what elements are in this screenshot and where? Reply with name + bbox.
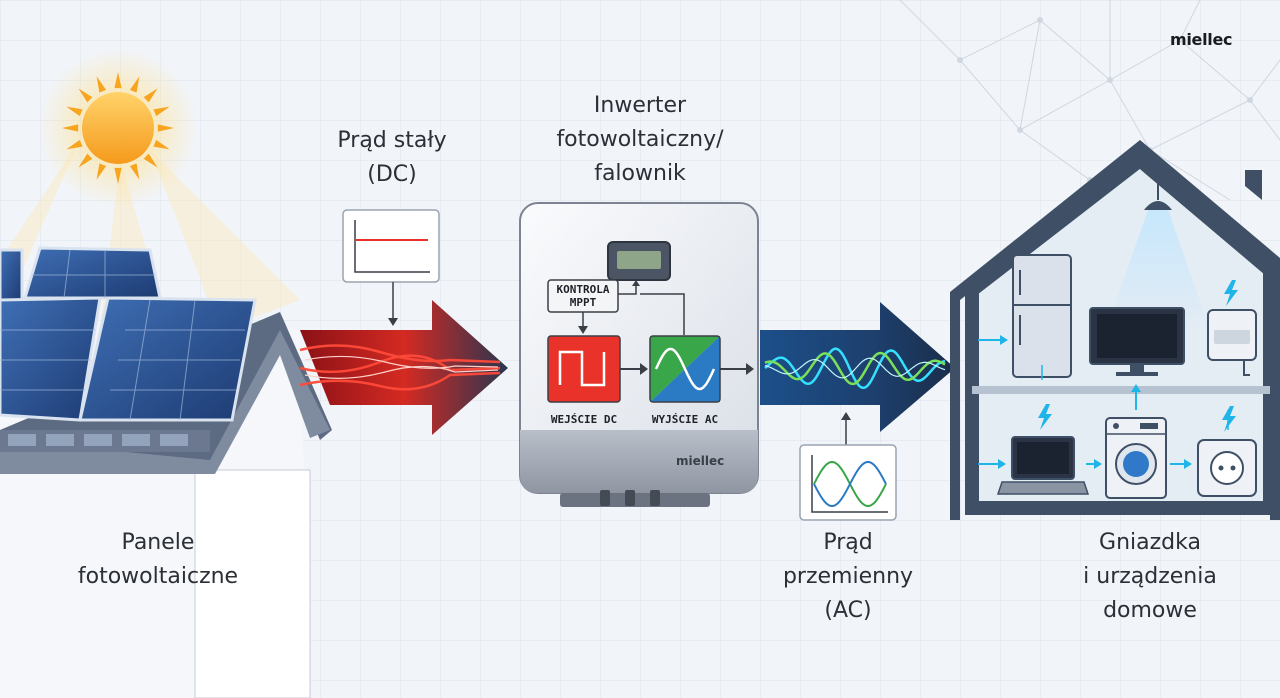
fridge-icon	[1012, 254, 1072, 378]
lightning-icons	[1038, 280, 1238, 432]
ac-arrow	[760, 302, 955, 432]
sun-ray	[129, 163, 140, 180]
ac-output-label: WYJŚCIE AC	[651, 413, 719, 426]
inverter-brand: miellec	[676, 454, 725, 468]
brand-logo: miellec	[1170, 30, 1233, 49]
inverter-label-line-1: Inwerter	[593, 93, 687, 118]
sun-ray	[114, 72, 122, 89]
home-label: Gniazdka i urządzenia domowe	[1050, 526, 1250, 628]
home-label-line-3: domowe	[1103, 598, 1197, 623]
sun-ray	[66, 106, 83, 117]
dc-label: Prąd stały (DC)	[322, 124, 462, 192]
inverter-label: Inwerter fotowoltaiczny/ falownik	[530, 89, 750, 191]
sun-ray	[78, 88, 93, 103]
solar-panels	[0, 246, 257, 452]
sun-ray	[153, 139, 170, 150]
home-label-line-2: i urządzenia	[1083, 564, 1217, 589]
dc-label-line-1: Prąd stały	[337, 128, 447, 153]
sun-ray	[96, 163, 107, 180]
sun-ray	[114, 167, 122, 184]
sun-icon	[0, 48, 300, 330]
washing-machine-icon	[1105, 417, 1167, 499]
dc-graph-card	[342, 209, 440, 326]
sun-ray	[129, 76, 140, 93]
tv-icon	[1089, 307, 1185, 376]
ac-label-line-2: przemienny	[782, 564, 914, 589]
dc-label-line-2: (DC)	[367, 162, 417, 187]
sun-ray	[143, 153, 158, 168]
panels-label-line-1: Panele	[121, 530, 195, 555]
sun-ray	[157, 124, 174, 132]
sun-ray	[62, 124, 79, 132]
sun-ray	[153, 106, 170, 117]
sun-ray	[78, 153, 93, 168]
ac-label: Prąd przemienny (AC)	[768, 526, 928, 628]
socket-icon	[1197, 439, 1257, 497]
ac-graph-card	[799, 412, 897, 521]
sun-ray	[96, 76, 107, 93]
mppt-label-line-1: KONTROLA	[556, 283, 610, 296]
mppt-label: KONTROLA MPPT	[548, 283, 618, 309]
laptop-icon	[996, 436, 1090, 495]
ac-label-line-1: Prąd	[823, 530, 873, 555]
mppt-label-line-2: MPPT	[569, 296, 597, 309]
inverter	[519, 202, 759, 507]
sun-ray	[143, 88, 158, 103]
dc-input-label: WEJŚCIE DC	[550, 413, 618, 426]
home-label-line-1: Gniazdka	[1099, 530, 1201, 555]
left-building	[0, 312, 332, 698]
router-icon	[1207, 309, 1257, 376]
panels-label-line-2: fotowoltaiczne	[77, 564, 239, 589]
inverter-label-line-3: falownik	[594, 161, 686, 186]
dc-arrow	[299, 300, 508, 435]
house	[950, 140, 1280, 520]
inverter-label-line-2: fotowoltaiczny/	[556, 127, 724, 152]
ac-label-line-3: (AC)	[824, 598, 872, 623]
sun-ray	[66, 139, 83, 150]
panels-label: Panele fotowoltaiczne	[48, 526, 268, 594]
